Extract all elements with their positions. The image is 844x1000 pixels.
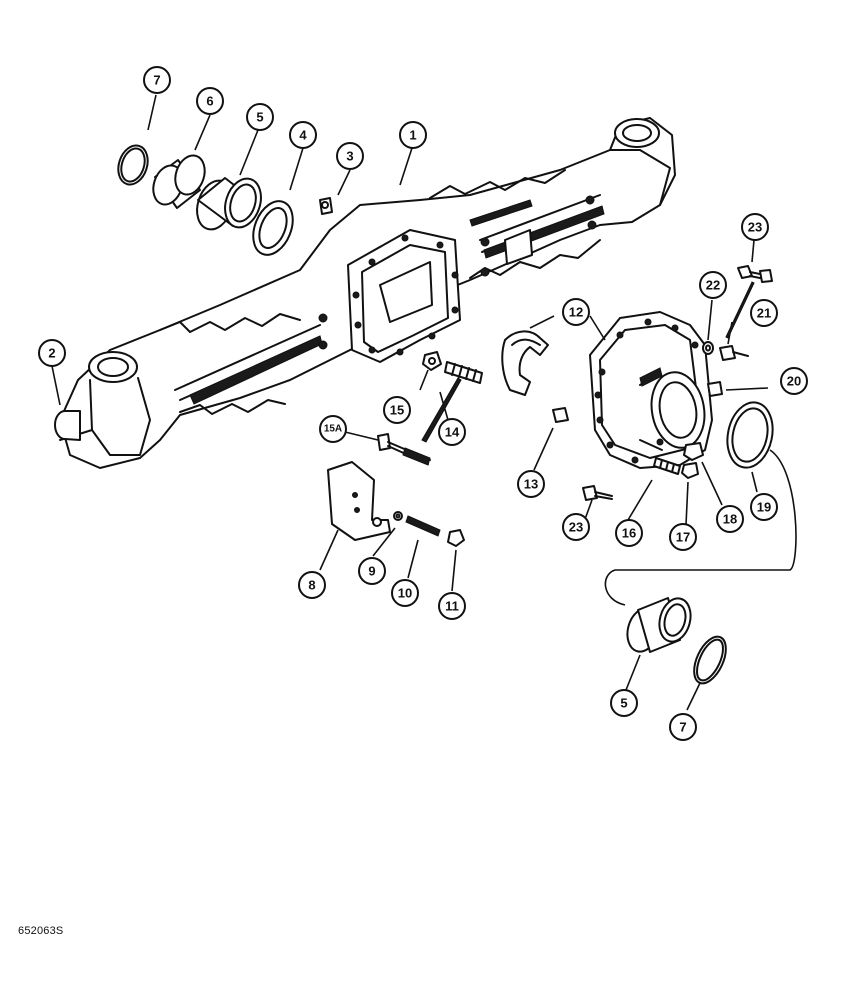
figure-id-label: 652063S: [18, 925, 64, 937]
callout-19: 19: [750, 493, 778, 521]
nut-18: [683, 442, 704, 461]
callout-7-top: 7: [143, 66, 171, 94]
callout-23-bottom: 23: [562, 513, 590, 541]
bolt-23-bottom: [582, 485, 613, 501]
leader-lines: [51, 94, 769, 711]
svg-text:20: 20: [787, 374, 801, 389]
svg-text:19: 19: [757, 500, 771, 515]
callout-4: 4: [289, 121, 317, 149]
svg-text:23: 23: [569, 520, 583, 535]
o-ring-7-bottom: [693, 635, 727, 685]
o-ring-7-top: [117, 144, 149, 186]
callout-13: 13: [517, 470, 545, 498]
callout-6: 6: [196, 87, 224, 115]
callout-1: 1: [399, 121, 427, 149]
svg-text:2: 2: [48, 346, 55, 361]
stud-10: [405, 515, 441, 537]
svg-text:23: 23: [748, 220, 762, 235]
svg-text:12: 12: [569, 305, 583, 320]
dowel-20: [707, 381, 723, 397]
callout-15: 15: [383, 396, 411, 424]
callouts: 7 6 5 4 3 1 2 15 14 15A 8 9 10 11 12 13 …: [38, 66, 808, 741]
svg-text:16: 16: [622, 526, 636, 541]
callout-11: 11: [438, 592, 466, 620]
callout-14: 14: [438, 418, 466, 446]
washer-22: [702, 341, 714, 355]
bearing-sleeve-5-top: [196, 177, 262, 231]
stud-16: [653, 457, 681, 475]
nut-15: [422, 351, 442, 371]
pin-2: [54, 410, 81, 441]
stud-14: [444, 361, 483, 384]
svg-text:17: 17: [676, 530, 690, 545]
bushing-6: [152, 154, 206, 209]
bolt-23-top: [737, 265, 773, 283]
callout-7-bottom: 7: [669, 713, 697, 741]
bearing-cap-12: [501, 330, 549, 396]
svg-text:4: 4: [299, 128, 307, 143]
callout-5-top: 5: [246, 103, 274, 131]
svg-text:22: 22: [706, 278, 720, 293]
callout-21: 21: [750, 299, 778, 327]
callout-15a: 15A: [319, 415, 347, 443]
dowel-13: [552, 407, 569, 423]
svg-text:7: 7: [679, 720, 686, 735]
svg-text:1: 1: [409, 128, 416, 143]
group-connector-line: [604, 449, 797, 606]
seal-19: [726, 401, 774, 469]
svg-text:5: 5: [620, 696, 627, 711]
bearing-sleeve-5-bottom: [626, 597, 692, 653]
nut-17: [681, 462, 699, 479]
callout-18: 18: [716, 505, 744, 533]
callout-5-bottom: 5: [610, 689, 638, 717]
svg-text:6: 6: [206, 94, 213, 109]
callout-12: 12: [562, 298, 590, 326]
bolt-21: [719, 345, 749, 361]
bracket-8: [327, 461, 391, 541]
grease-fitting-3: [319, 197, 333, 215]
callout-9: 9: [358, 557, 386, 585]
svg-text:15: 15: [390, 403, 404, 418]
svg-text:8: 8: [308, 578, 315, 593]
svg-text:3: 3: [346, 149, 353, 164]
svg-text:9: 9: [368, 564, 375, 579]
nut-11: [447, 529, 465, 547]
svg-text:21: 21: [757, 306, 771, 321]
callout-3: 3: [336, 142, 364, 170]
washer-9: [393, 511, 403, 521]
seal-4: [252, 200, 294, 256]
callout-20: 20: [780, 367, 808, 395]
svg-text:10: 10: [398, 586, 412, 601]
callout-10: 10: [391, 579, 419, 607]
bolt-15a: [377, 433, 431, 466]
svg-text:14: 14: [445, 425, 460, 440]
svg-text:7: 7: [153, 73, 160, 88]
svg-text:15A: 15A: [324, 424, 342, 435]
svg-text:11: 11: [445, 599, 459, 614]
svg-text:5: 5: [256, 110, 263, 125]
callout-22: 22: [699, 271, 727, 299]
callout-16: 16: [615, 519, 643, 547]
svg-text:18: 18: [723, 512, 737, 527]
axle-housing: [59, 117, 676, 469]
callout-23-top: 23: [741, 213, 769, 241]
callout-8: 8: [298, 571, 326, 599]
callout-2: 2: [38, 339, 66, 367]
svg-text:13: 13: [524, 477, 538, 492]
callout-17: 17: [669, 523, 697, 551]
